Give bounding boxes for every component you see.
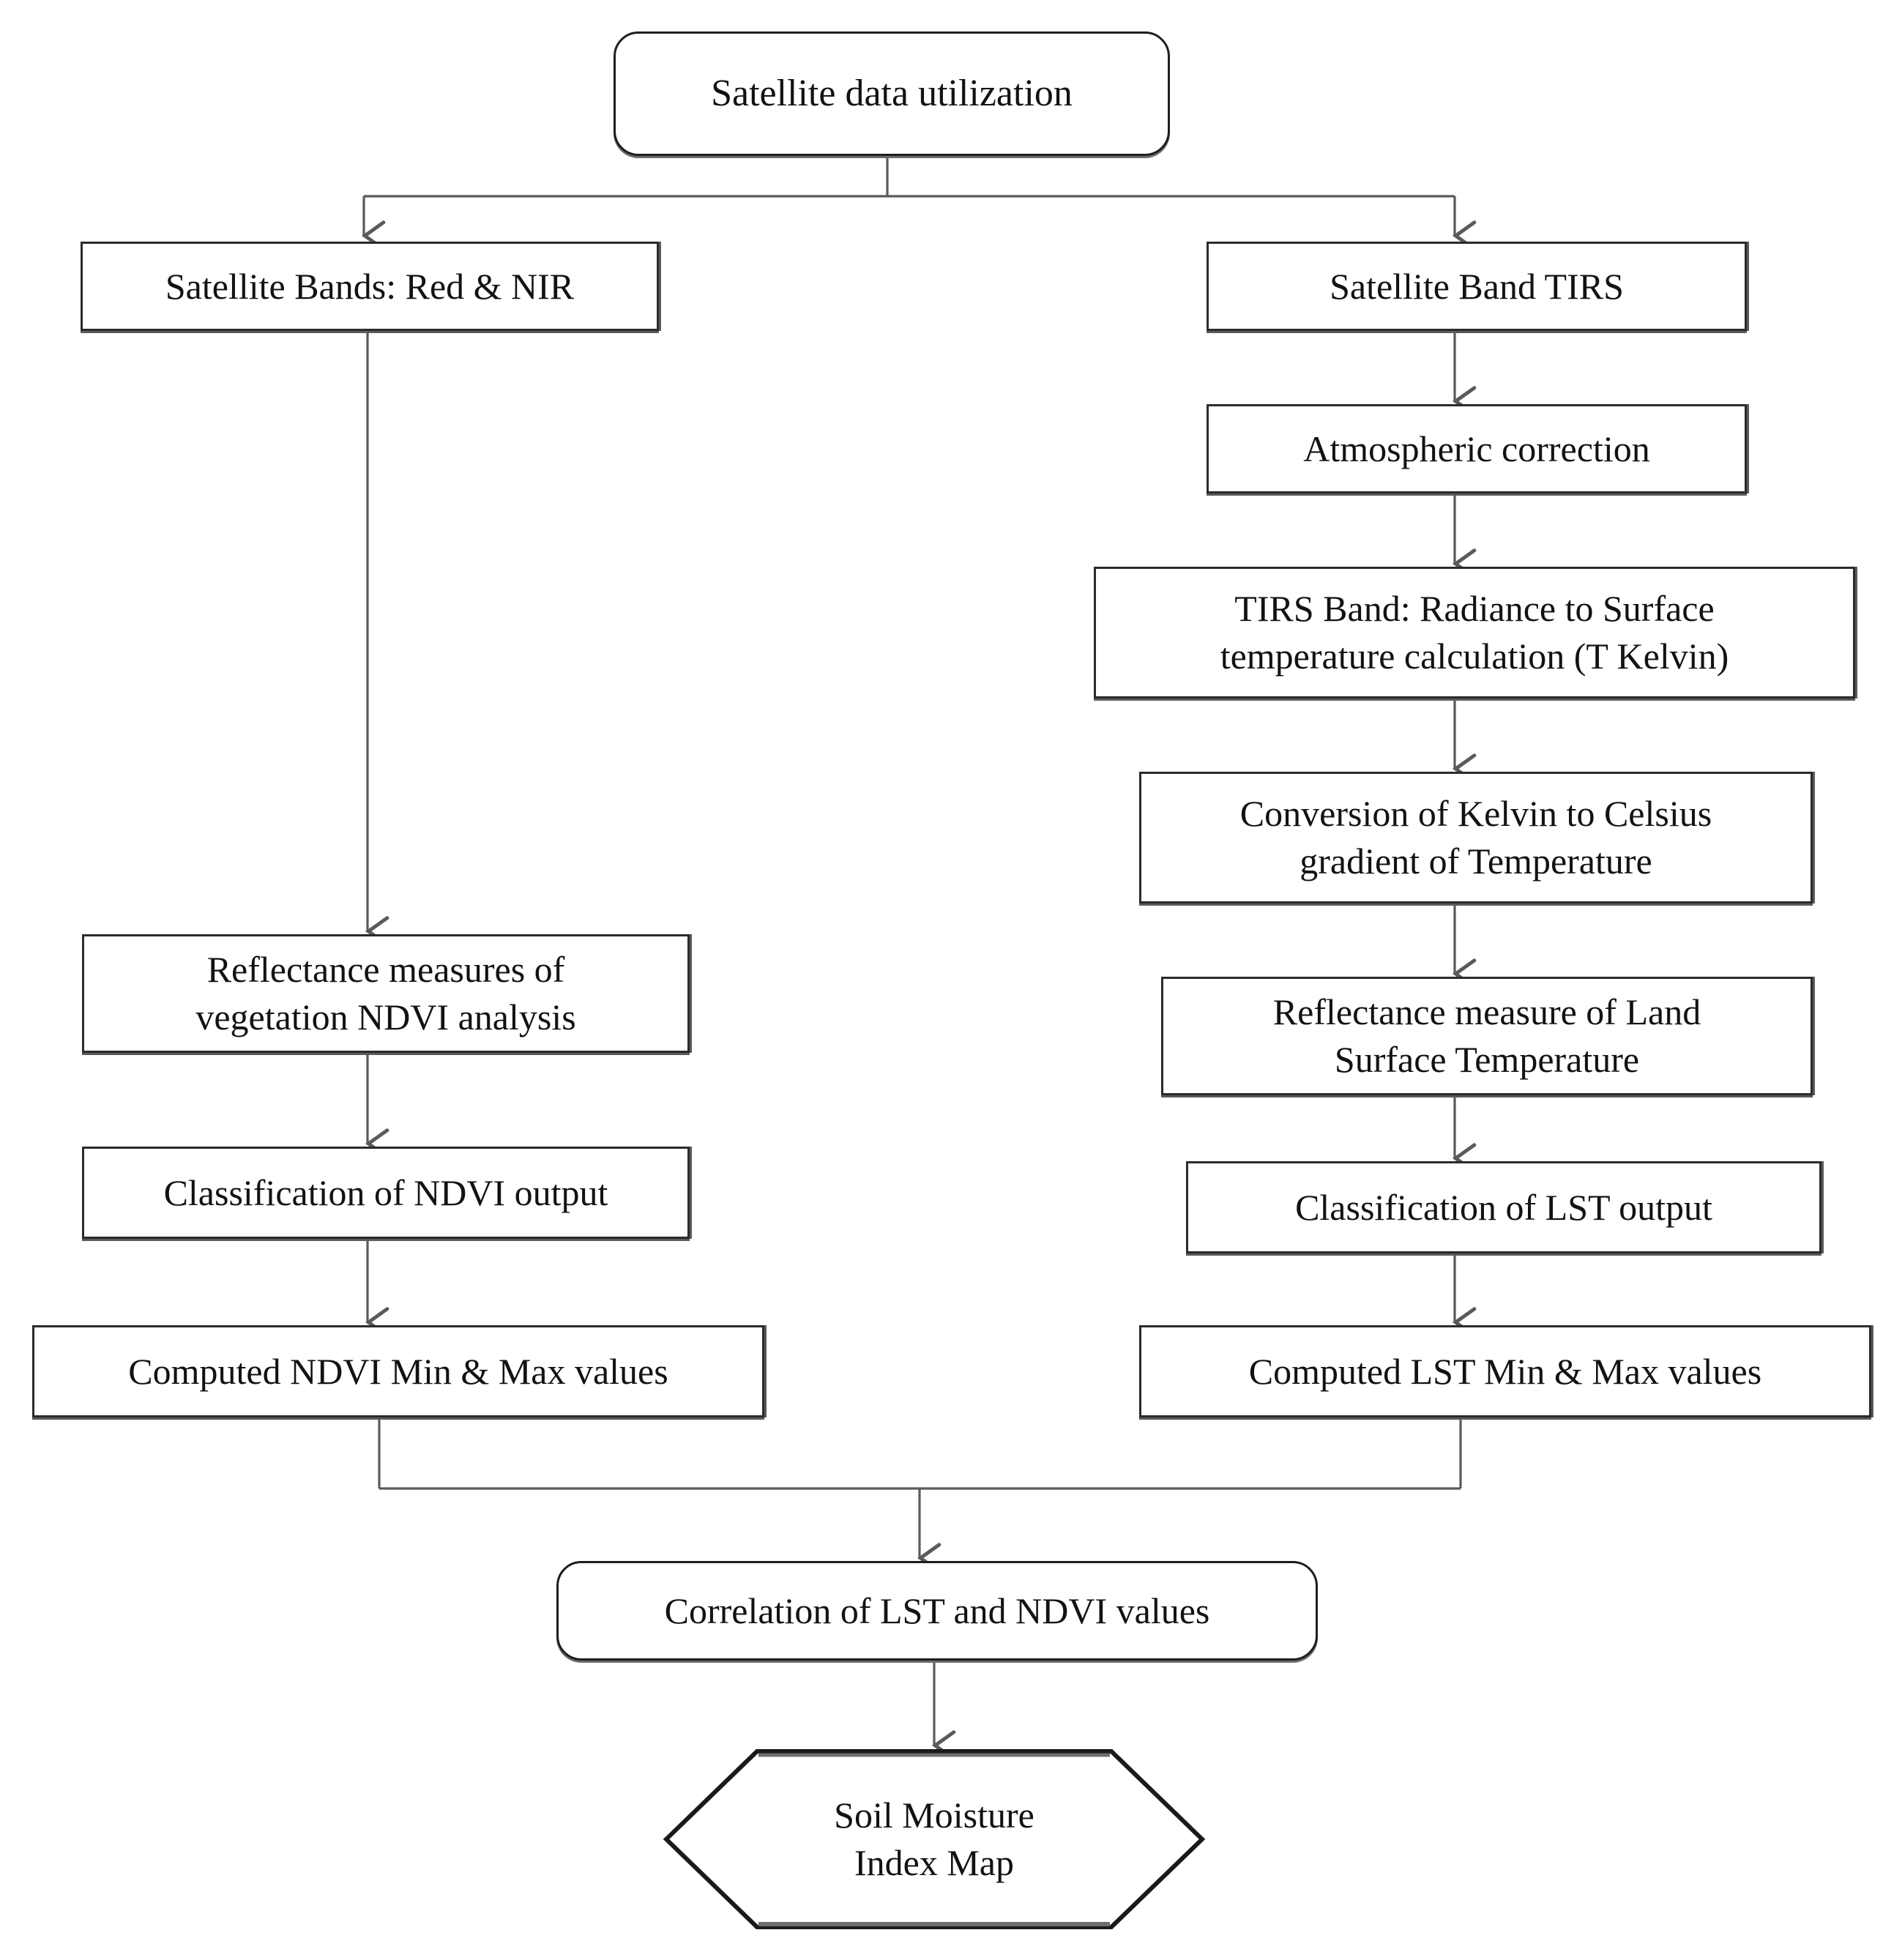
node-computed-ndvi-min-max-values[interactable]: Computed NDVI Min & Max values — [32, 1325, 764, 1417]
node-atmospheric-correction[interactable]: Atmospheric correction — [1207, 404, 1747, 493]
node-classification-of-lst-output[interactable]: Classification of LST output — [1186, 1161, 1822, 1253]
node-label: Soil Moisture Index Map — [834, 1795, 1034, 1883]
node-label: Classification of LST output — [1295, 1186, 1712, 1228]
node-reflectance-measures-vegetation-ndvi[interactable]: Reflectance measures of vegetation NDVI … — [82, 934, 690, 1053]
node-tirs-band-radiance-to-surface-temperature[interactable]: TIRS Band: Radiance to Surface temperatu… — [1094, 567, 1855, 698]
node-label: Conversion of Kelvin to Celsius gradient… — [1239, 793, 1712, 882]
node-satellite-bands-red-nir[interactable]: Satellite Bands: Red & NIR — [81, 242, 659, 331]
node-conversion-kelvin-to-celsius[interactable]: Conversion of Kelvin to Celsius gradient… — [1139, 772, 1813, 903]
hexagon-shape — [663, 1749, 1205, 1929]
node-label: Atmospheric correction — [1303, 428, 1650, 469]
node-label: Satellite data utilization — [711, 72, 1073, 115]
node-satellite-band-tirs[interactable]: Satellite Band TIRS — [1207, 242, 1747, 331]
node-computed-lst-min-max-values[interactable]: Computed LST Min & Max values — [1139, 1325, 1871, 1417]
node-label: Reflectance measure of Land Surface Temp… — [1272, 991, 1701, 1080]
node-label: TIRS Band: Radiance to Surface temperatu… — [1220, 588, 1729, 677]
node-correlation-lst-ndvi[interactable]: Correlation of LST and NDVI values — [556, 1561, 1318, 1661]
node-label: Computed LST Min & Max values — [1248, 1350, 1762, 1392]
node-label: Reflectance measures of vegetation NDVI … — [195, 949, 576, 1037]
node-label: Correlation of LST and NDVI values — [664, 1590, 1210, 1631]
node-satellite-data-utilization[interactable]: Satellite data utilization — [614, 31, 1170, 156]
node-reflectance-measure-land-surface-temperature[interactable]: Reflectance measure of Land Surface Temp… — [1161, 977, 1813, 1095]
node-label: Computed NDVI Min & Max values — [128, 1350, 668, 1392]
node-classification-of-ndvi-output[interactable]: Classification of NDVI output — [82, 1147, 690, 1239]
node-label: Classification of NDVI output — [163, 1171, 608, 1213]
node-label: Satellite Bands: Red & NIR — [165, 265, 575, 307]
node-soil-moisture-index-map[interactable]: Soil Moisture Index Map — [663, 1748, 1205, 1930]
node-label: Satellite Band TIRS — [1330, 265, 1624, 307]
